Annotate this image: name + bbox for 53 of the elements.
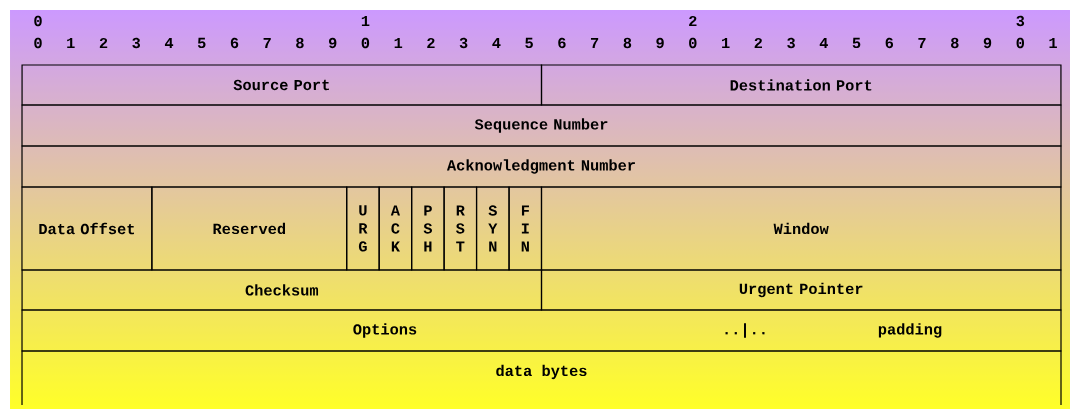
bit-number: 1 [1049,37,1057,49]
bit-number: 5 [197,37,206,49]
bit-number: 6 [558,37,566,49]
bit-number: 8 [296,37,304,49]
bit-number: 4 [164,37,174,49]
field-box: data bytes [21,350,1062,406]
bit-number: 5 [852,37,861,49]
bit-number: 3 [787,37,795,49]
field-box: Reserved [151,186,348,271]
field-box: F I N [508,186,543,271]
bit-number: 7 [591,37,599,49]
bit-number: 2 [689,15,697,27]
bit-number: 9 [656,37,664,49]
field-box: Urgent Pointer [540,269,1062,311]
bit-number: 1 [67,37,75,49]
field-box: S Y N [475,186,510,271]
bit-number: 0 [689,37,697,49]
field-box: Window [540,186,1062,271]
bit-number: 4 [492,37,501,49]
field-box: Data Offset [21,186,153,271]
field-box: R S T [443,186,478,271]
bit-number: 6 [230,37,239,49]
bit-number: 2 [427,37,435,49]
bit-number: 8 [623,37,632,49]
bit-number: 1 [722,37,730,49]
bit-number: 7 [918,37,926,49]
bit-number: 0 [34,37,42,49]
bit-number: 2 [754,37,762,49]
bit-number: 3 [132,37,141,49]
field-box: Checksum [21,269,543,311]
field-box: A C K [378,186,413,271]
field-box: Acknowledgment Number [21,145,1062,188]
field-box: Options ..|.. padding [21,309,1062,352]
field-box: Source Port [21,64,543,106]
field-box: U R G [346,186,380,271]
field-box: Sequence Number [21,104,1062,147]
field-box: Destination Port [540,64,1062,106]
bit-number: 0 [34,15,42,27]
bit-number: 8 [951,37,959,49]
bit-number: 5 [525,37,533,49]
bit-number: 7 [263,37,271,49]
bit-number: 9 [328,37,337,49]
bit-number: 3 [459,37,468,49]
bit-number: 9 [983,37,992,49]
bit-number: 1 [394,37,403,49]
bit-number: 0 [1016,37,1024,49]
bit-number: 3 [1016,15,1025,27]
bit-number: 6 [885,37,894,49]
bit-number: 0 [361,37,370,49]
bit-number: 1 [361,15,370,27]
field-box: P S H [411,186,445,271]
bit-number: 4 [819,37,828,49]
bit-number: 2 [99,37,108,49]
